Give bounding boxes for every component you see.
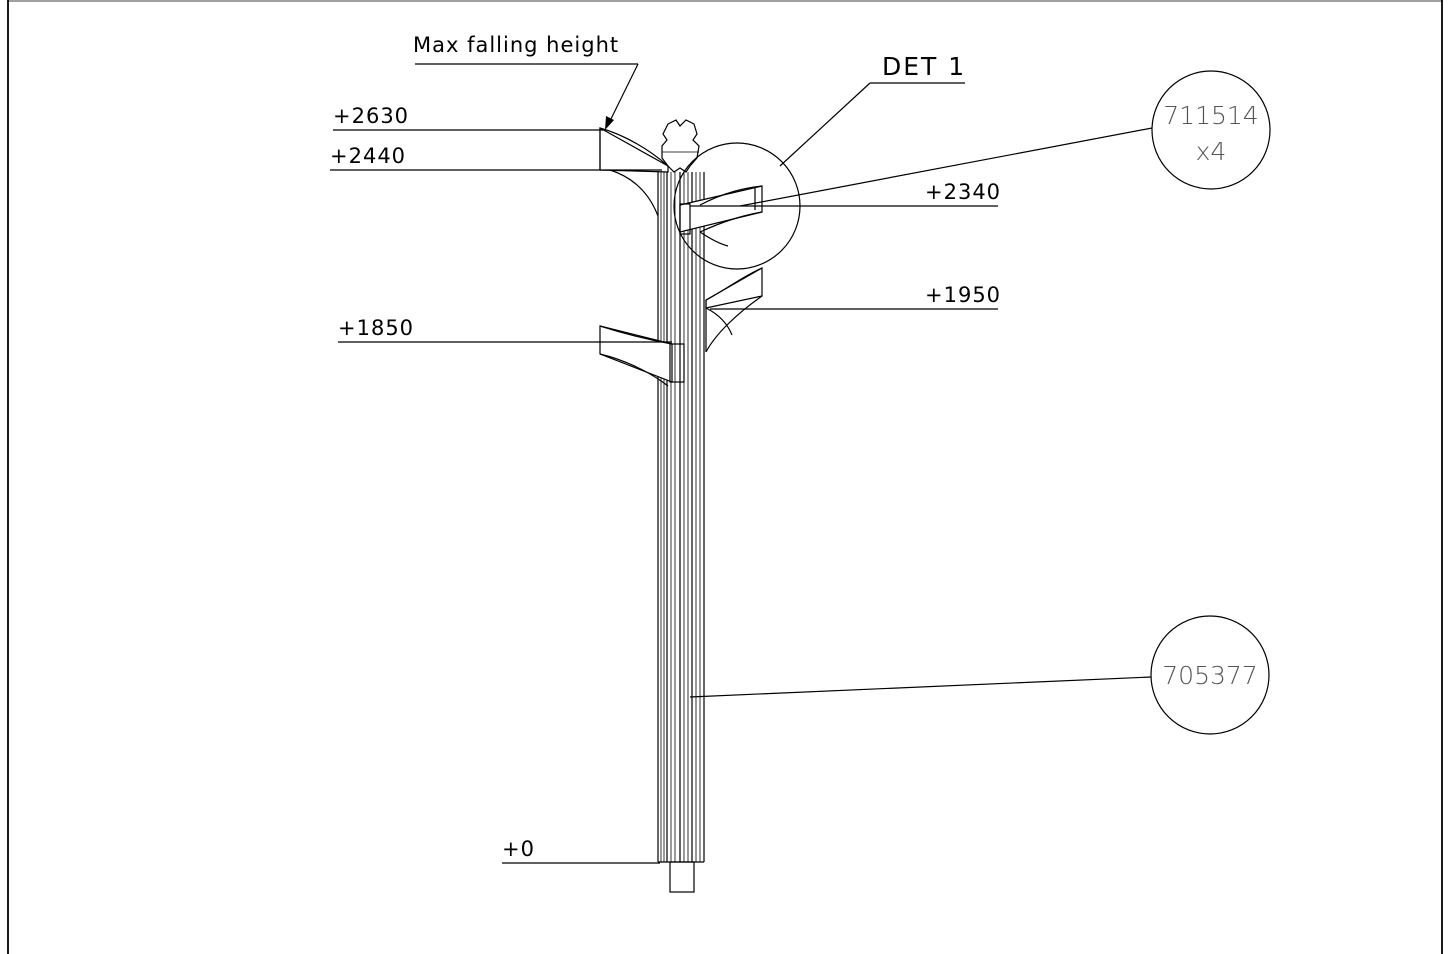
part-number-705377: 705377 xyxy=(1162,661,1257,690)
post-705377 xyxy=(657,119,705,893)
detail-label: DET 1 xyxy=(882,52,966,81)
post-cap xyxy=(661,119,700,173)
bubble-circle xyxy=(1150,615,1270,735)
elevation-2630: +2630 xyxy=(333,104,409,128)
drawing-frame xyxy=(7,0,1443,954)
bracket-2630 xyxy=(599,126,669,217)
bracket-1950 xyxy=(705,266,763,353)
elevation-2340: +2340 xyxy=(925,180,1001,204)
bracket-1850 xyxy=(599,325,685,387)
part-number-711514: 711514 xyxy=(1163,101,1258,130)
elevation-2440: +2440 xyxy=(330,144,406,168)
elevation-markers: +2630 +2440 +2340 +1950 +1850 +0 xyxy=(330,104,1001,864)
elevation-1950: +1950 xyxy=(925,283,1001,307)
arrow-head xyxy=(605,116,614,130)
max-falling-height-callout: Max falling height xyxy=(413,33,639,130)
bubble-circle xyxy=(1151,70,1271,190)
elevation-0: +0 xyxy=(502,837,535,861)
max-falling-height-label: Max falling height xyxy=(413,33,619,57)
part-bubble-711514: 711514 x4 xyxy=(739,70,1271,207)
elevation-1850: +1850 xyxy=(338,316,414,340)
post-foot xyxy=(669,861,695,893)
detail-1-callout: DET 1 xyxy=(673,52,966,270)
bracket-2340 xyxy=(679,185,763,247)
part-bubble-705377: 705377 xyxy=(689,615,1270,735)
part-quantity: x4 xyxy=(1196,137,1227,166)
